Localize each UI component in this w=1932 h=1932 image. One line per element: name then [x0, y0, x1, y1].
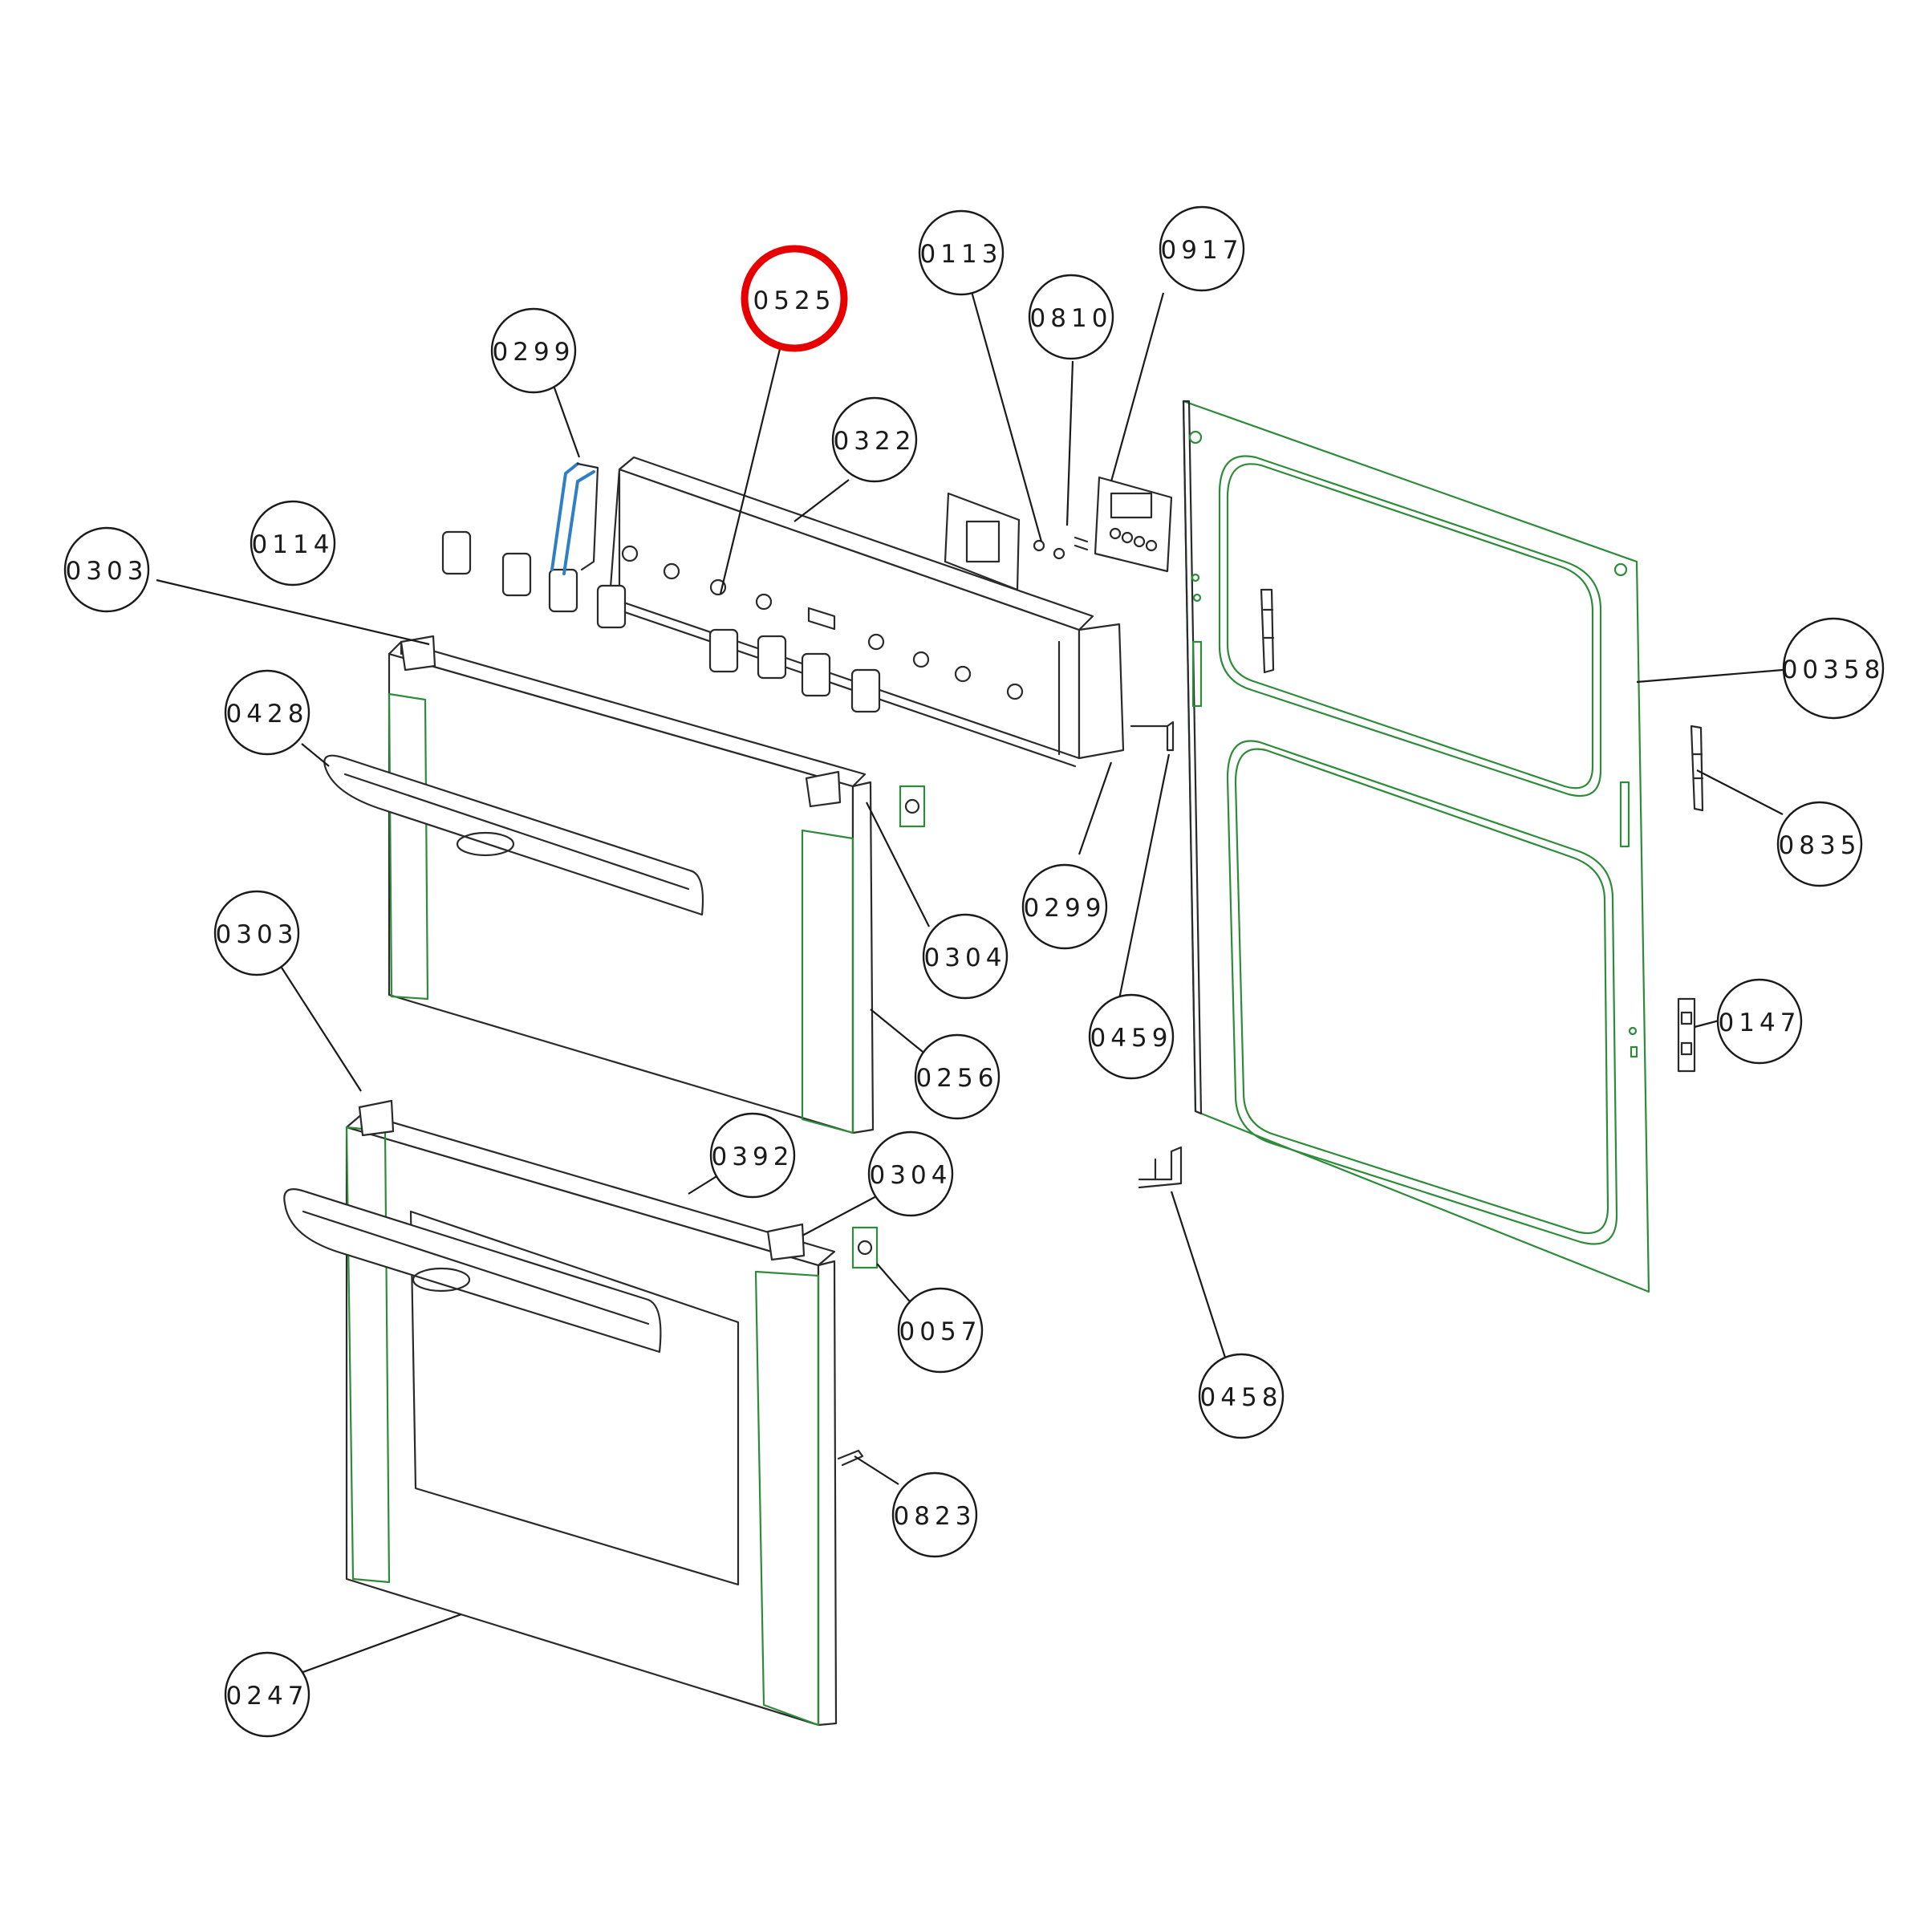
- hinge-bracket-part: [1260, 588, 1275, 674]
- bracket-0458-part: [1138, 1146, 1183, 1189]
- bracket-0459-part: [1130, 720, 1175, 752]
- callout-highlight-ring: [741, 245, 848, 352]
- callout-label: 0428: [226, 700, 309, 729]
- callout-0428: 0428: [224, 669, 310, 756]
- leader-lines: [156, 288, 1784, 1674]
- callout-0322: 0322: [831, 396, 918, 483]
- callout-label: 0057: [899, 1317, 982, 1346]
- callout-label: 0256: [916, 1064, 999, 1093]
- callout-0256: 0256: [914, 1033, 1000, 1120]
- callout-label: 0322: [834, 427, 916, 456]
- callout-label: 0810: [1030, 304, 1113, 333]
- callout-0114: 0114: [250, 500, 336, 586]
- callout-label: 0459: [1090, 1024, 1173, 1053]
- timer-bracket-part: [944, 492, 1065, 591]
- screw-0823-part: [837, 1449, 864, 1467]
- knob-part: [441, 530, 881, 713]
- callout-0113: 0113: [918, 209, 1005, 296]
- callout-0303-top: 0303: [63, 526, 150, 613]
- hinge-receiver-part: [1690, 724, 1704, 812]
- callout-0057: 0057: [897, 1287, 984, 1374]
- side-bracket-0299-part: [550, 462, 599, 575]
- control-panel-fascia-part: [608, 456, 1125, 768]
- callout-0304-top: 0304: [922, 913, 1009, 1000]
- callout-0247: 0247: [224, 1651, 310, 1738]
- callout-0458: 0458: [1198, 1353, 1285, 1439]
- callout-label: 0823: [894, 1502, 976, 1531]
- callout-0835: 0835: [1776, 801, 1863, 887]
- callout-label: 0303: [66, 557, 148, 586]
- callout-label: 0299: [1024, 894, 1106, 923]
- callout-label: 0303: [216, 920, 298, 949]
- callout-0525: 0525: [741, 245, 848, 352]
- callout-label: 00358: [1782, 656, 1885, 684]
- callout-label: 0835: [1779, 831, 1861, 860]
- callout-label: 0114: [252, 530, 335, 559]
- upper-door-handle-part: [323, 754, 704, 916]
- callout-0823: 0823: [891, 1471, 978, 1558]
- callout-0459: 0459: [1088, 993, 1175, 1080]
- clock-timer-part: [1074, 476, 1173, 573]
- callout-0810: 0810: [1028, 274, 1114, 360]
- lower-door-handle-part: [283, 1188, 662, 1354]
- hinge-block-lower-part: [851, 1226, 879, 1269]
- hinge-block-upper-part: [899, 785, 926, 828]
- callout-0392: 0392: [709, 1112, 796, 1199]
- latch-part: [1677, 997, 1696, 1073]
- callout-label: 0113: [920, 240, 1003, 269]
- callout-label: 0525: [753, 286, 836, 315]
- callout-label: 0299: [493, 338, 575, 367]
- callout-label: 0304: [924, 944, 1007, 972]
- callout-0303-mid: 0303: [213, 890, 300, 976]
- callout-00358: 00358: [1782, 617, 1885, 720]
- callout-label: 0458: [1200, 1383, 1283, 1412]
- callout-label: 0147: [1719, 1009, 1801, 1037]
- callout-0304-mid: 0304: [867, 1130, 954, 1217]
- callout-0299-top: 0299: [490, 307, 577, 394]
- callout-label: 0247: [226, 1682, 309, 1711]
- upper-door-part: [388, 635, 875, 1134]
- callout-label: 0917: [1161, 236, 1244, 265]
- callout-0917: 0917: [1159, 205, 1245, 292]
- callout-0299-mid: 0299: [1021, 863, 1108, 950]
- callout-label: 0392: [712, 1143, 794, 1171]
- callout-label: 0304: [870, 1161, 952, 1190]
- callout-0147: 0147: [1716, 978, 1803, 1065]
- back-panel-part: [1182, 400, 1650, 1293]
